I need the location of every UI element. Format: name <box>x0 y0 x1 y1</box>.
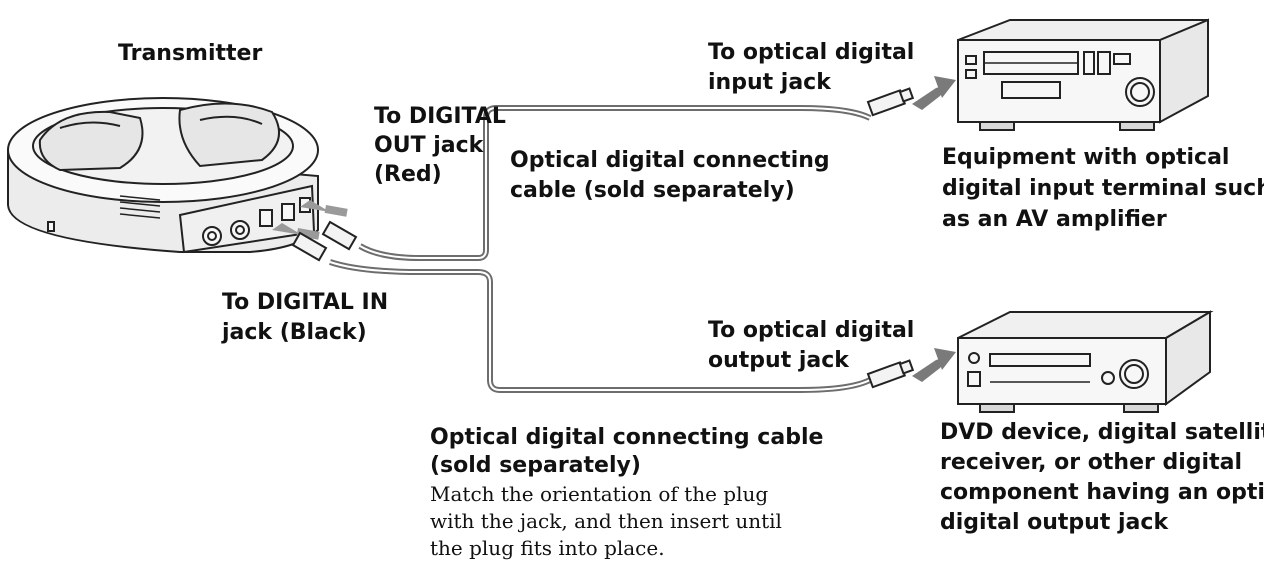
to-digital-out-label: To DIGITAL OUT jack (Red) <box>374 102 506 189</box>
transmitter-device <box>7 97 319 254</box>
insert-arrow-amplifier <box>912 76 956 110</box>
to-optical-input-line-1: To optical digital <box>708 40 915 65</box>
equipment-bottom-label: DVD device, digital satellite/TV receive… <box>940 418 1264 538</box>
plug-dvd <box>866 359 915 389</box>
cable-bottom-title: Optical digital connecting cable (sold s… <box>430 424 823 480</box>
cable-bottom-title-line-1: Optical digital connecting cable <box>430 425 824 450</box>
cable-bottom-note-line-2: with the jack, and then insert until <box>430 509 782 533</box>
to-optical-output-label: To optical digital output jack <box>708 316 914 376</box>
equipment-bottom-line-4: digital output jack <box>940 510 1169 535</box>
cable-top-line-1: Optical digital connecting <box>510 148 830 173</box>
to-optical-input-label: To optical digital input jack <box>708 38 914 98</box>
cable-bottom-core <box>329 261 871 391</box>
cable-top-core <box>359 107 871 259</box>
insert-arrow-dvd <box>912 348 956 382</box>
cable-bottom-title-line-2: (sold separately) <box>430 453 641 478</box>
cable-bottom-note-line-1: Match the orientation of the plug <box>430 482 769 506</box>
equipment-bottom-line-1: DVD device, digital satellite/TV <box>940 420 1264 445</box>
to-optical-output-line-1: To optical digital <box>708 318 915 343</box>
cable-bottom-note: Match the orientation of the plug with t… <box>430 481 782 562</box>
equipment-top-line-1: Equipment with optical <box>942 145 1230 170</box>
to-digital-out-line-3: (Red) <box>374 162 442 187</box>
plugs-transmitter <box>291 220 358 262</box>
to-digital-in-line-2: jack (Black) <box>222 320 367 345</box>
cable-bottom-note-line-3: the plug fits into place. <box>430 536 665 560</box>
to-optical-output-line-2: output jack <box>708 348 849 373</box>
dvd-device <box>957 310 1214 413</box>
to-optical-input-line-2: input jack <box>708 70 831 95</box>
to-digital-out-line-2: OUT jack <box>374 133 484 158</box>
transmitter-label: Transmitter <box>118 40 262 68</box>
equipment-top-line-3: as an AV amplifier <box>942 207 1167 232</box>
equipment-top-label: Equipment with optical digital input ter… <box>942 142 1264 235</box>
to-digital-out-line-1: To DIGITAL <box>374 104 506 129</box>
equipment-top-line-2: digital input terminal such <box>942 176 1264 201</box>
plug-amplifier <box>866 87 915 117</box>
cable-top-line-2: cable (sold separately) <box>510 178 795 203</box>
to-digital-in-label: To DIGITAL IN jack (Black) <box>222 288 388 348</box>
transmitter-label-text: Transmitter <box>118 41 263 66</box>
equipment-bottom-line-2: receiver, or other digital <box>940 450 1242 475</box>
equipment-bottom-line-3: component having an optical <box>940 480 1264 505</box>
insert-arrows-transmitter <box>272 200 348 240</box>
cable-top-label: Optical digital connecting cable (sold s… <box>510 146 830 206</box>
to-digital-in-line-1: To DIGITAL IN <box>222 290 389 315</box>
av-amplifier-device <box>957 18 1209 131</box>
